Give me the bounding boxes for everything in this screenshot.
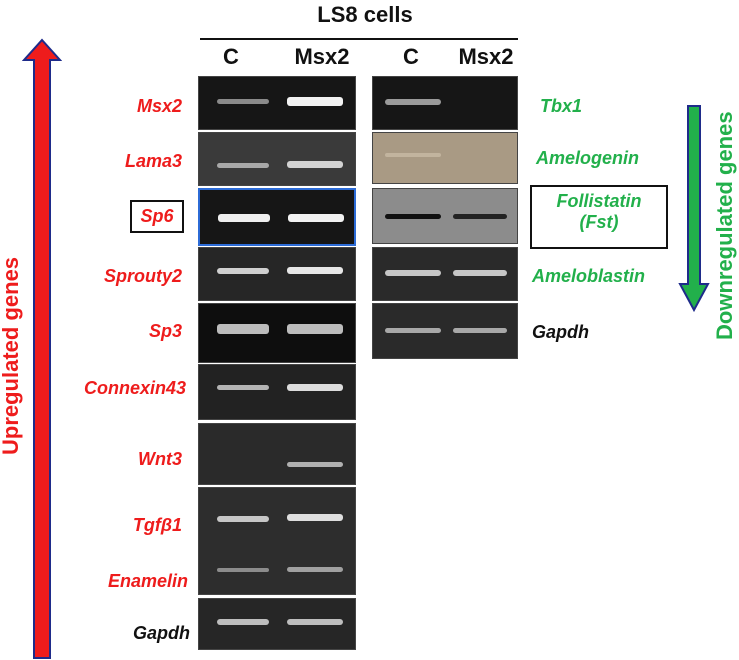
band-connexin43-msx2 xyxy=(287,384,343,391)
band-connexin43-control xyxy=(217,385,269,390)
band-msx2-control xyxy=(217,99,269,104)
band-tbx1-control xyxy=(385,99,441,105)
gel-gapdh-left xyxy=(198,598,356,650)
band-follistatin-msx2 xyxy=(453,214,507,219)
gene-label-enamelin: Enamelin xyxy=(107,571,188,591)
band-ameloblastin-msx2 xyxy=(453,270,507,276)
gene-label-gapdh-left: Gapdh xyxy=(133,623,190,643)
gel-msx2 xyxy=(198,76,356,130)
gel-gapdh-right xyxy=(372,303,518,359)
band-wnt3-msx2 xyxy=(287,462,343,467)
gene-label-fst: (Fst) xyxy=(579,212,619,232)
header-divider xyxy=(200,38,518,40)
gel-sp6 xyxy=(198,188,356,246)
downregulated-arrow-icon xyxy=(678,105,710,313)
gel-tbx1 xyxy=(372,76,518,130)
band-follistatin-control xyxy=(385,214,441,219)
gel-sprouty2 xyxy=(198,247,356,301)
band-sprouty2-msx2 xyxy=(287,267,343,274)
column-label-control-right: C xyxy=(403,44,419,69)
header-title: LS8 cells xyxy=(317,2,413,27)
band-gapdh-left-control xyxy=(217,619,269,625)
column-label-msx2-right: Msx2 xyxy=(458,44,514,69)
band-lama3-msx2 xyxy=(287,161,343,168)
upregulated-label: Upregulated genes xyxy=(0,256,23,455)
gel-wnt3 xyxy=(198,423,356,485)
band-gapdh-right-msx2 xyxy=(453,328,507,333)
gene-label-tbx1: Tbx1 xyxy=(540,96,583,116)
column-label-control-left: C xyxy=(223,44,239,69)
gene-label-msx2: Msx2 xyxy=(136,96,182,116)
gene-label-gapdh-right: Gapdh xyxy=(532,322,589,342)
band-lama3-control xyxy=(217,163,269,168)
gene-label-sp3: Sp3 xyxy=(148,321,182,341)
band-enamelin-msx2 xyxy=(287,567,343,572)
gene-label-sp6: Sp6 xyxy=(130,200,184,233)
gel-connexin43 xyxy=(198,364,356,420)
band-sp6-control xyxy=(218,214,270,222)
follistatin-label-box: Follistatin (Fst) xyxy=(530,185,668,249)
gene-label-ameloblastin: Ameloblastin xyxy=(532,266,646,286)
gel-follistatin xyxy=(372,188,518,244)
gene-label-lama3: Lama3 xyxy=(124,151,182,171)
gel-tgfb1-enamelin xyxy=(198,487,356,595)
gene-label-follistatin: Follistatin xyxy=(556,191,642,211)
band-gapdh-left-msx2 xyxy=(287,619,343,625)
band-amelogenin-control xyxy=(385,153,441,157)
gel-lama3 xyxy=(198,132,356,186)
gene-label-connexin43: Connexin43 xyxy=(83,378,186,398)
upregulated-arrow-icon xyxy=(22,38,62,659)
band-msx2-msx2 xyxy=(287,97,343,106)
downregulated-label: Downregulated genes xyxy=(712,111,737,340)
column-label-msx2-left: Msx2 xyxy=(294,44,350,69)
gene-label-wnt3: Wnt3 xyxy=(138,449,182,469)
band-sprouty2-control xyxy=(217,268,269,274)
band-sp3-control xyxy=(217,324,269,334)
band-sp3-msx2 xyxy=(287,324,343,334)
band-tgfb1-msx2 xyxy=(287,514,343,521)
band-ameloblastin-control xyxy=(385,270,441,276)
gel-amelogenin xyxy=(372,132,518,184)
gel-ameloblastin xyxy=(372,247,518,301)
band-sp6-msx2 xyxy=(288,214,344,222)
gel-sp3 xyxy=(198,303,356,363)
band-tgfb1-control xyxy=(217,516,269,522)
gene-label-amelogenin: Amelogenin xyxy=(536,148,640,168)
gene-label-sprouty2: Sprouty2 xyxy=(103,266,182,286)
gene-label-tgfb1: Tgfβ1 xyxy=(132,515,182,535)
band-enamelin-control xyxy=(217,568,269,572)
band-gapdh-right-control xyxy=(385,328,441,333)
